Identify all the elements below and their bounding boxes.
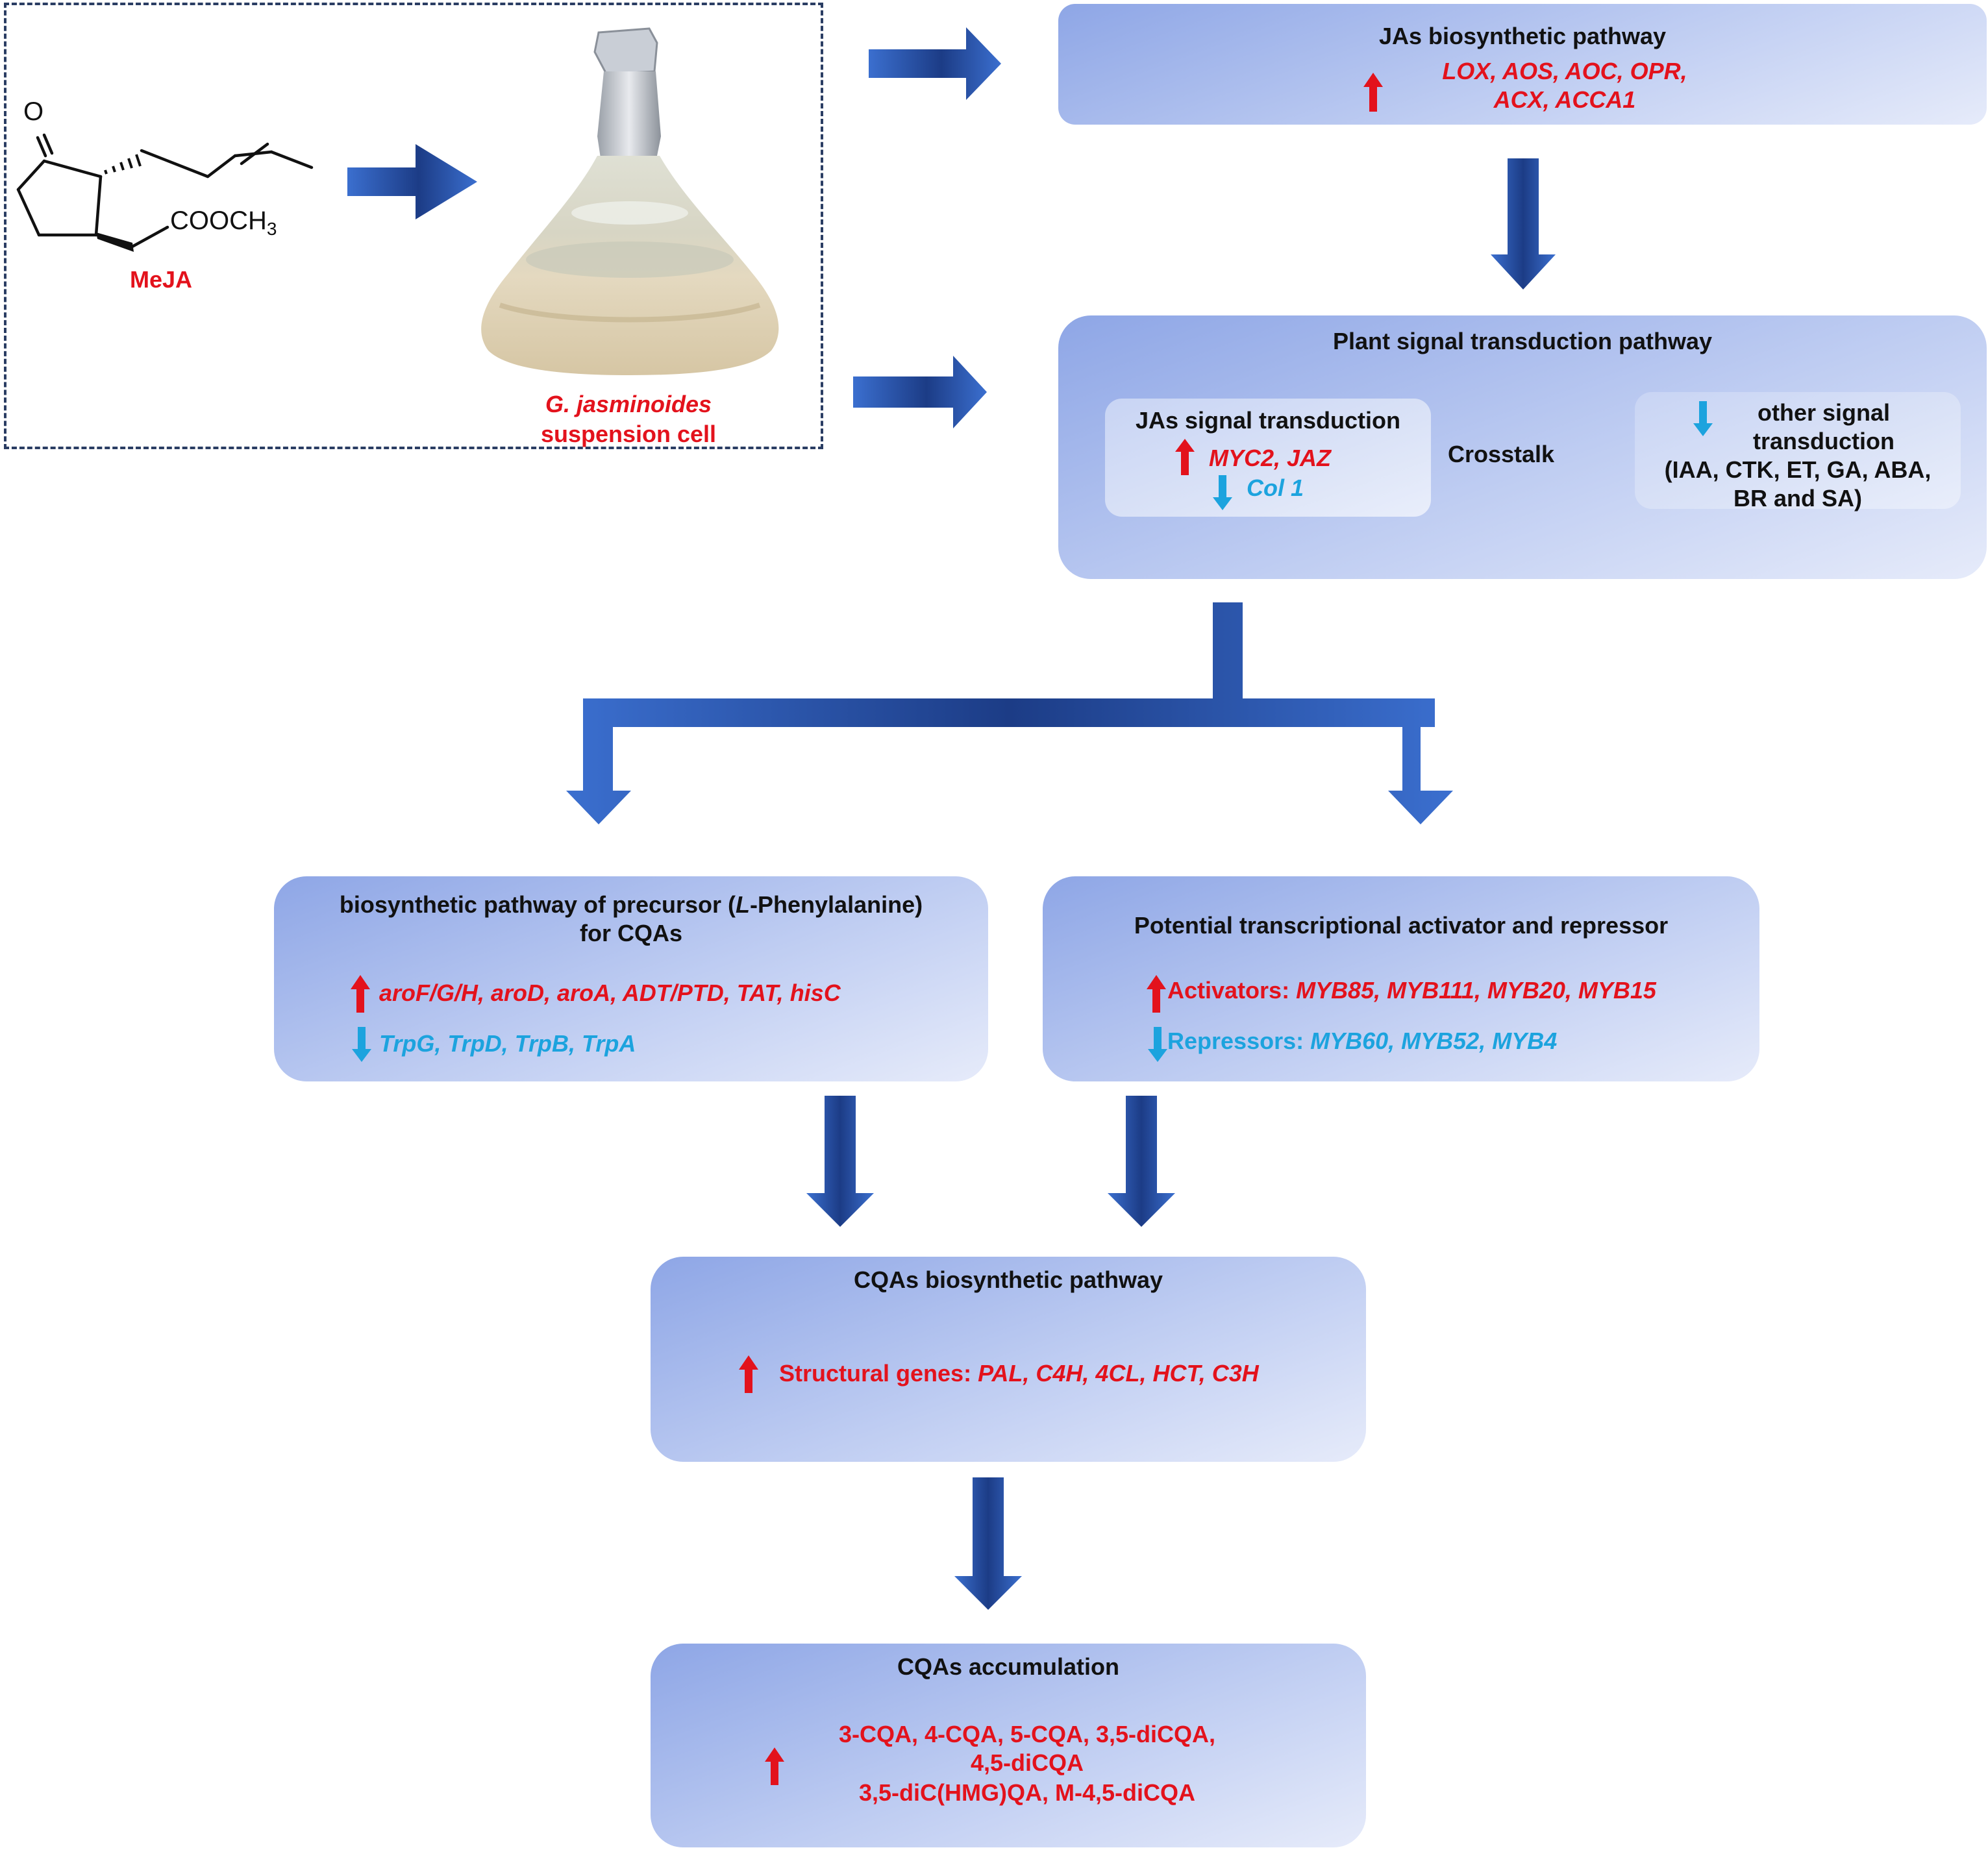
jas-signal-down-genes: Col 1 (1247, 475, 1304, 501)
other-signal-box: other signal transduction (IAA, CTK, ET,… (1635, 392, 1961, 512)
other-signal-line4: BR and SA) (1733, 485, 1862, 512)
cqa-structural-genes-line: Structural genes: PAL, C4H, 4CL, HCT, C3… (779, 1359, 1259, 1388)
repressors-label: Repressors: (1167, 1028, 1311, 1054)
meja-wedge-bond (96, 232, 134, 252)
arrow-cqa-to-accumulation (954, 1477, 1022, 1610)
arrow-jas-to-signal (1491, 158, 1556, 290)
input-dashed-frame (4, 3, 823, 449)
cqa-biosynthesis-box: CQAs biosynthetic pathway Structural gen… (651, 1257, 1366, 1462)
transcription-factor-box: Potential transcriptional activator and … (1043, 876, 1759, 1081)
up-arrow-icon (765, 1747, 784, 1785)
cqa-accumulation-line1: 3-CQA, 4-CQA, 5-CQA, 3,5-diCQA, (838, 1721, 1216, 1747)
up-arrow-icon (739, 1355, 758, 1393)
flask-label-species: G. jasminoides (545, 391, 712, 417)
jas-signal-title: JAs signal transduction (1135, 407, 1401, 434)
structural-genes-label: Structural genes: (779, 1360, 978, 1387)
cqa-accumulation-line2: 4,5-diCQA (970, 1749, 1084, 1776)
down-arrow-icon (352, 1027, 371, 1062)
arrow-to-signal-transduction (853, 356, 987, 428)
ester-group-label: COOCH3 (170, 206, 277, 240)
ester-group-text: COOCH (170, 206, 267, 235)
precursor-title-pre: biosynthetic pathway of precursor ( (339, 891, 736, 918)
activators-label: Activators: (1167, 977, 1297, 1004)
transcription-title: Potential transcriptional activator and … (1134, 912, 1669, 939)
meja-structure (16, 133, 314, 250)
cqa-accumulation-title: CQAs accumulation (897, 1653, 1120, 1680)
molecule-label: MeJA (130, 266, 193, 293)
meja-hashed-bond (104, 154, 142, 175)
precursor-title-line2: for CQAs (579, 920, 682, 946)
arrow-branch-connector (566, 602, 1453, 824)
up-arrow-icon (1363, 73, 1383, 112)
ester-subscript: 3 (266, 219, 277, 239)
precursor-title-post: -Phenylalanine) (750, 891, 923, 918)
flask-label-type: suspension cell (540, 421, 717, 447)
arrow-molecule-to-flask (347, 144, 477, 219)
precursor-pathway-box: biosynthetic pathway of precursor (L-Phe… (274, 876, 988, 1081)
flask-photo (481, 27, 779, 375)
other-signal-line2: transduction (1752, 428, 1895, 454)
crosstalk-label: Crosstalk (1448, 441, 1555, 467)
up-arrow-icon (1147, 975, 1166, 1013)
signal-transduction-title: Plant signal transduction pathway (1332, 328, 1713, 354)
repressors-genes: MYB60, MYB52, MYB4 (1310, 1028, 1558, 1054)
arrow-precursor-to-cqa (806, 1096, 874, 1227)
jas-biosynthesis-genes-line2: ACX, ACCA1 (1493, 86, 1636, 113)
arrow-transcription-to-cqa (1108, 1096, 1175, 1227)
precursor-title-italic: L (736, 891, 751, 918)
precursor-title: biosynthetic pathway of precursor (L-Phe… (274, 891, 988, 919)
other-signal-line3: (IAA, CTK, ET, GA, ABA, (1664, 456, 1932, 483)
arrow-to-jas-biosynthesis (869, 27, 1001, 100)
precursor-down-genes: TrpG, TrpD, TrpB, TrpA (379, 1030, 636, 1057)
up-arrow-icon (1175, 439, 1195, 475)
jas-signal-up-genes: MYC2, JAZ (1209, 445, 1332, 471)
jas-biosynthesis-genes-line1: LOX, AOS, AOC, OPR, (1442, 58, 1687, 84)
jas-biosynthesis-box: JAs biosynthetic pathway LOX, AOS, AOC, … (1058, 4, 1987, 125)
structural-genes: PAL, C4H, 4CL, HCT, C3H (978, 1360, 1259, 1387)
down-arrow-icon (1213, 475, 1232, 510)
activators-line: Activators: MYB85, MYB111, MYB20, MYB15 (1167, 976, 1656, 1005)
flask-label: G. jasminoides suspension cell (492, 389, 765, 449)
cqa-accumulation-line3: 3,5-diC(HMG)QA, M-4,5-diCQA (859, 1779, 1195, 1806)
activators-genes: MYB85, MYB111, MYB20, MYB15 (1296, 977, 1656, 1004)
ketone-oxygen-label: O (23, 97, 44, 126)
repressors-line: Repressors: MYB60, MYB52, MYB4 (1167, 1027, 1557, 1055)
cqa-accumulation-box: CQAs accumulation 3-CQA, 4-CQA, 5-CQA, 3… (651, 1644, 1366, 1847)
jas-signal-box: JAs signal transduction MYC2, JAZ Col 1 (1105, 399, 1431, 517)
down-arrow-icon (1148, 1027, 1167, 1062)
down-arrow-icon (1693, 401, 1713, 436)
signal-transduction-box: Plant signal transduction pathway JAs si… (1058, 315, 1987, 579)
up-arrow-icon (351, 975, 370, 1013)
jas-biosynthesis-title: JAs biosynthetic pathway (1378, 23, 1667, 49)
cqa-biosynthesis-title: CQAs biosynthetic pathway (853, 1266, 1163, 1293)
other-signal-line1: other signal (1757, 399, 1891, 426)
precursor-up-genes: aroF/G/H, aroD, aroA, ADT/PTD, TAT, hisC (379, 980, 841, 1006)
